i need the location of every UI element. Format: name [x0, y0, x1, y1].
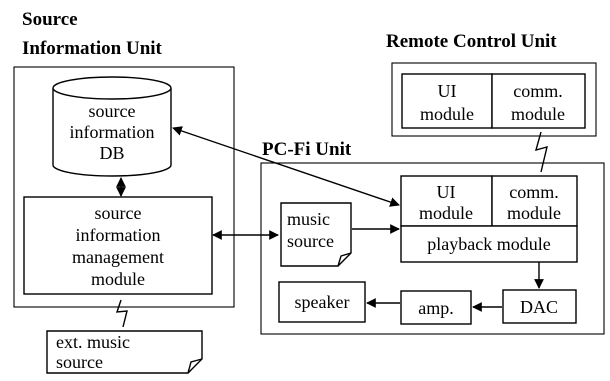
pcfi-ui-module: UI module	[400, 175, 493, 227]
speaker-label: speaker	[295, 292, 350, 312]
pcfi-comm-module: comm. module	[491, 175, 578, 227]
remote-comm-label-line1: comm.	[513, 81, 563, 101]
remote-ui-label-line1: UI	[438, 81, 457, 101]
ext-source-wireless-link	[115, 299, 128, 328]
db-label-line1: source	[89, 101, 136, 121]
playback-label: playback module	[427, 234, 550, 254]
remote-unit-title: Remote Control Unit	[386, 31, 557, 52]
pcfi-unit-title: PC-Fi Unit	[262, 139, 352, 160]
remote-unit-frame	[391, 62, 597, 137]
pcfi-comm-label-line2: module	[507, 203, 561, 223]
music-source: music source	[280, 202, 352, 267]
pcfi-ui-label-line2: module	[419, 203, 473, 223]
mgmt-label-line2: information	[76, 225, 161, 245]
playback-module: playback module	[400, 225, 578, 263]
pcfi-comm-label-line1: comm.	[509, 182, 559, 202]
pcfi-unit-frame	[260, 162, 605, 335]
source-information-db: source information DB	[52, 76, 172, 177]
remote-comm-label-line2: module	[511, 104, 565, 124]
remote-pcfi-wireless-link	[534, 131, 548, 173]
db-pcfi-ui-arrow	[172, 126, 400, 207]
db-label-line3: DB	[99, 143, 124, 163]
music-source-label-line2: source	[287, 231, 334, 251]
ext-music-source: ext. music source	[46, 330, 203, 374]
music-source-label-line1: music	[287, 209, 330, 229]
speaker-box: speaker	[278, 281, 366, 323]
remote-comm-module: comm. module	[491, 73, 586, 129]
mgmt-label-line4: module	[91, 269, 145, 289]
ext-source-label-line1: ext. music	[56, 332, 130, 352]
ext-source-label-line2: source	[56, 352, 103, 372]
dac-label: DAC	[520, 297, 558, 317]
amp-label: amp.	[418, 298, 454, 318]
mgmt-label-line1: source	[95, 203, 142, 223]
remote-ui-label-line2: module	[420, 104, 474, 124]
dac-box: DAC	[502, 289, 577, 324]
amp-box: amp.	[400, 290, 472, 325]
remote-ui-module: UI module	[401, 73, 493, 129]
source-unit-title-line1: Source	[22, 9, 78, 30]
pcfi-ui-label-line1: UI	[437, 182, 456, 202]
mgmt-label-line3: management	[72, 247, 164, 267]
source-information-management-module: source information management module	[23, 196, 213, 295]
db-label-line2: information	[70, 122, 155, 142]
source-unit-title-line2: Information Unit	[22, 38, 163, 59]
